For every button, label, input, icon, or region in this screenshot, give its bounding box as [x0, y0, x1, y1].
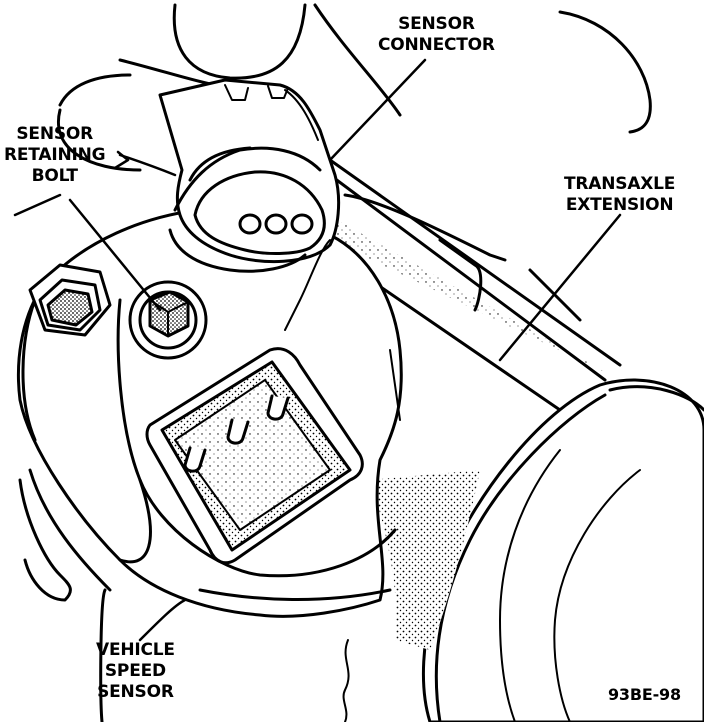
label-line: SPEED — [104, 661, 166, 681]
leader-transaxle-extension — [498, 213, 622, 362]
leader-retaining-bolt — [68, 198, 162, 312]
label-line: SENSOR — [398, 14, 475, 34]
leader-bolt-stub — [13, 193, 62, 217]
label-line: VEHICLE — [96, 640, 175, 660]
left-hex-bolt — [28, 263, 112, 337]
label-vehicle-speed-sensor: VEHICLE SPEED SENSOR — [96, 640, 175, 703]
connector-wire — [57, 108, 142, 172]
leader-lines — [13, 58, 622, 642]
label-line: SENSOR — [16, 124, 94, 144]
upper-housing — [58, 3, 652, 134]
speed-sensor-socket — [145, 347, 364, 565]
label-line: CONNECTOR — [378, 35, 495, 55]
label-line: TRANSAXLE — [564, 174, 676, 194]
label-transaxle-extension: TRANSAXLE EXTENSION — [564, 174, 675, 216]
leader-sensor-connector — [328, 58, 427, 162]
leader-arrow-tick — [113, 150, 130, 170]
label-line: RETAINING — [4, 145, 106, 165]
leader-vehicle-speed-sensor — [138, 598, 187, 642]
label-sensor-connector: SENSOR CONNECTOR — [378, 14, 495, 56]
leader-retaining-to-connector — [118, 153, 177, 177]
sensor-retaining-bolt — [128, 280, 208, 360]
label-sensor-retaining-bolt: SENSOR RETAINING BOLT — [4, 124, 106, 187]
label-line: BOLT — [31, 166, 78, 186]
label-line: EXTENSION — [565, 195, 674, 215]
sensor-connector-plug — [158, 78, 341, 273]
figure-id: 93BE-98 — [608, 685, 681, 704]
label-line: SENSOR — [97, 682, 174, 702]
housing-shadow — [370, 470, 480, 650]
